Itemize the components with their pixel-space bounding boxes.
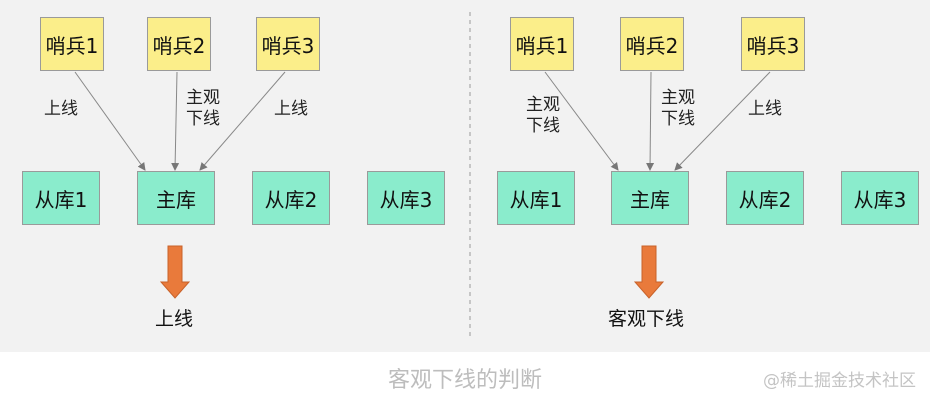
master-box: 主库 <box>611 171 689 225</box>
replica-2-box: 从库2 <box>726 171 804 225</box>
edge-label-right-3: 上线 <box>748 99 782 119</box>
sentinel-3-box: 哨兵3 <box>741 17 805 71</box>
result-label-left: 上线 <box>155 308 194 330</box>
edge-right-sentinel1 <box>544 71 619 171</box>
edge-right-sentinel3 <box>674 71 771 171</box>
diagram: 哨兵1 哨兵2 哨兵3 上线 主观 下线 上线 从库1 主库 从库2 从库3 上… <box>0 0 930 352</box>
connector-layer <box>74 12 771 340</box>
edge-label-left-2: 主观 下线 <box>186 88 220 129</box>
edge-left-sentinel3 <box>199 71 286 171</box>
edge-label-left-3: 上线 <box>274 99 308 119</box>
edge-label-left-1: 上线 <box>44 99 78 119</box>
replica-2-box: 从库2 <box>252 171 330 225</box>
master-box: 主库 <box>137 171 215 225</box>
sentinel-2-box: 哨兵2 <box>620 17 684 71</box>
edge-right-sentinel2 <box>646 71 655 171</box>
edge-label-right-1: 主观 下线 <box>526 95 560 136</box>
sentinel-1-box: 哨兵1 <box>510 17 574 71</box>
sentinel-1-box: 哨兵1 <box>40 17 104 71</box>
replica-1-box: 从库1 <box>22 171 100 225</box>
edge-left-sentinel1 <box>74 71 146 171</box>
watermark: @稀土掘金技术社区 <box>763 371 916 391</box>
result-arrow-right <box>633 245 665 299</box>
replica-1-box: 从库1 <box>497 171 575 225</box>
result-label-right: 客观下线 <box>608 308 685 330</box>
edge-label-right-2: 主观 下线 <box>661 88 695 129</box>
sentinel-3-box: 哨兵3 <box>256 17 320 71</box>
edge-left-sentinel2 <box>171 71 180 171</box>
replica-3-box: 从库3 <box>841 171 919 225</box>
sentinel-2-box: 哨兵2 <box>147 17 211 71</box>
replica-3-box: 从库3 <box>367 171 445 225</box>
result-arrow-left <box>159 245 191 299</box>
figure-caption: 客观下线的判断 <box>387 368 542 393</box>
